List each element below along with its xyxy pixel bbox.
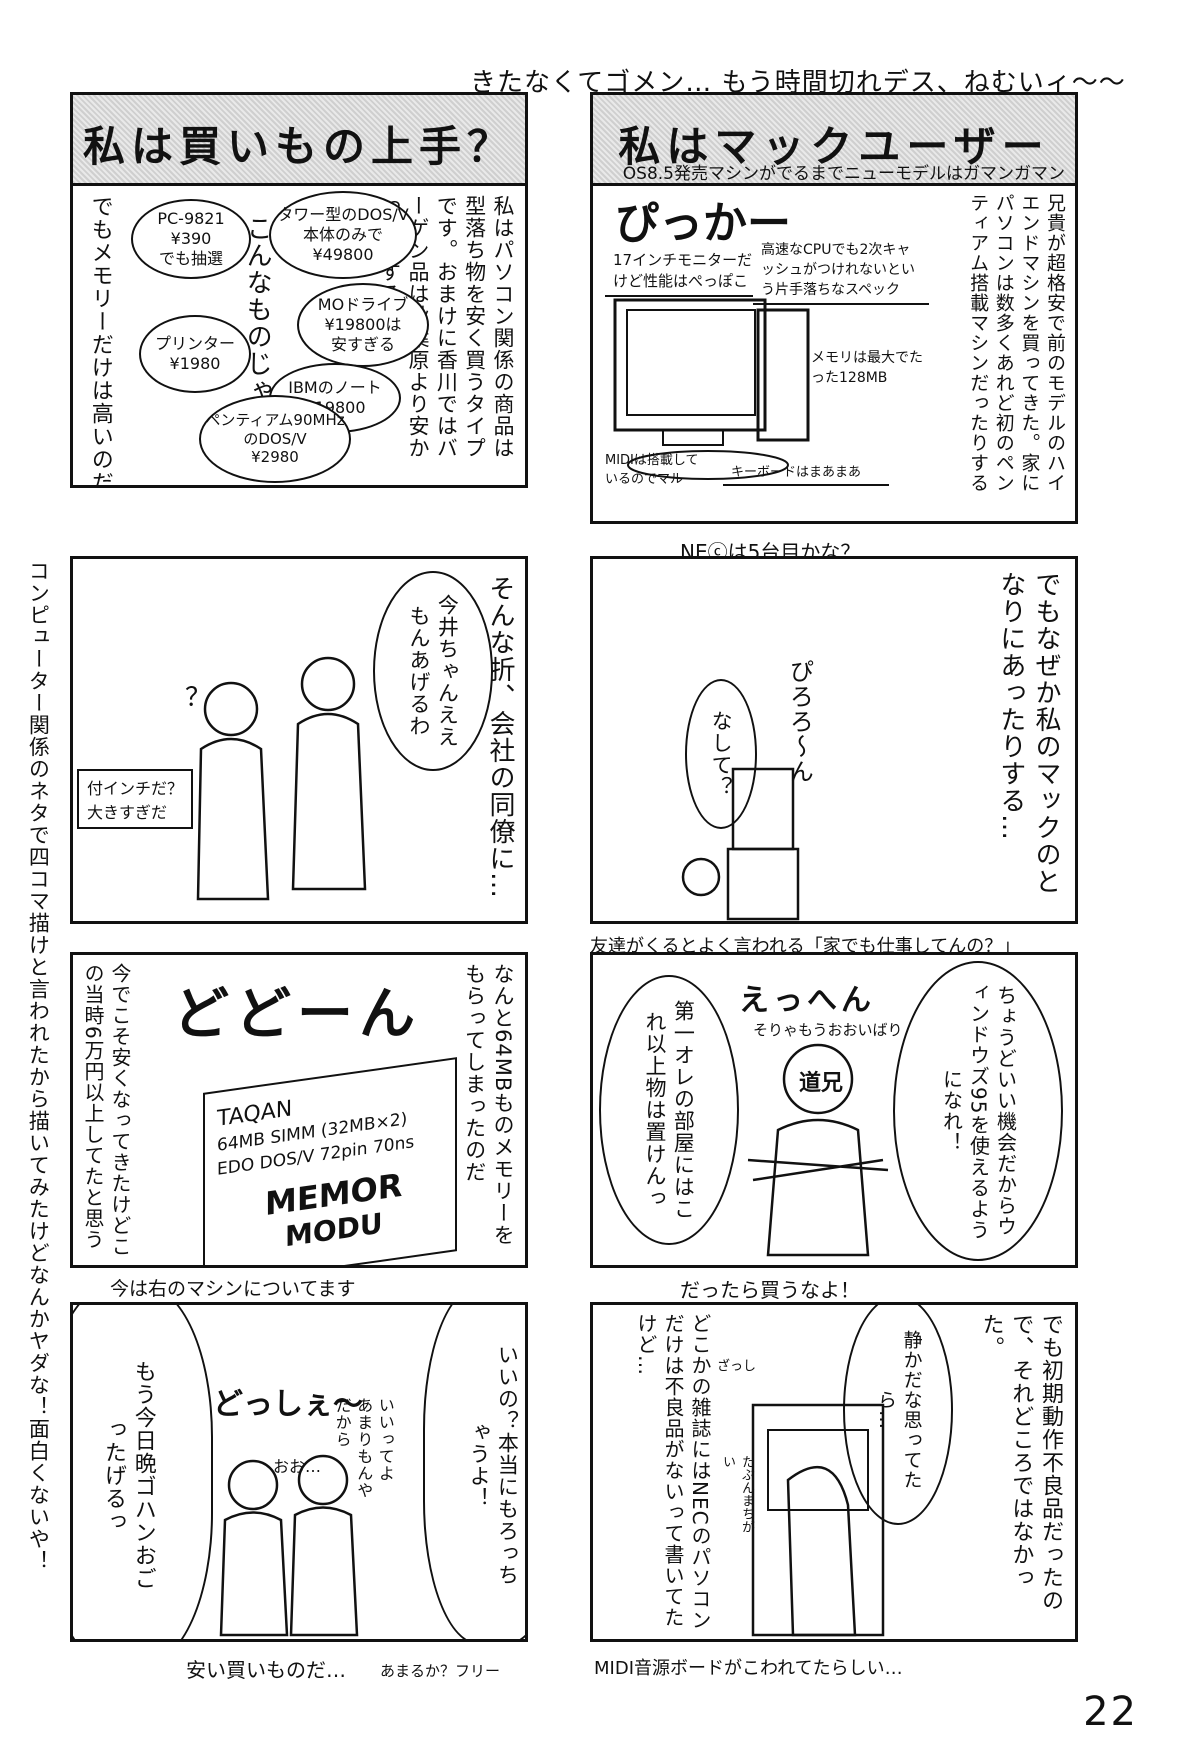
panel-dinner: もう今日晩ゴハンおごったげるっ いいの？本当にもろっちゃうよ！ どっしぇ〜 いい… [70, 1302, 528, 1642]
narration: 私はパソコン関係の商品は型落ち物を安く買うタイプです。おまけに香川ではバーゲン品… [377, 195, 515, 459]
figures-sketch [219, 1454, 359, 1637]
panel-subtitle: OS8.5発売マシンがでるまでニューモデルはガマンガマン [622, 164, 1065, 184]
small-text: ざっし [717, 1359, 757, 1374]
brother-sketch [747, 1043, 889, 1257]
panel-shopping: 私は買いもの上手？ 私はパソコン関係の商品は型落ち物を安く買うタイプです。おまけ… [70, 92, 528, 488]
caption-midi: MIDI音源ボードがこわれてたらしい… [594, 1658, 903, 1679]
memory-box: TAQAN 64MB SIMM (32MB×2) EDO DOS/V 72pin… [203, 1057, 457, 1265]
label-midi: MIDIは搭載しているのでマル [597, 445, 711, 491]
memory-note: でもメモリーだけは高いのだ。 [87, 195, 113, 488]
page-number: 22 [1083, 1689, 1138, 1735]
bubble-pentium-dosv: ペンティアム90MHz のDOS/V ¥2980 [199, 395, 351, 483]
narration: でも初期動作不良品だったので、それどころではなかった。 [978, 1313, 1063, 1612]
bubble-printer: プリンター ¥1980 [139, 315, 251, 393]
speech-bubble: 今井ちゃんええもんあげるわ [373, 571, 493, 771]
caption-cheap: 安い買いものだ… [186, 1658, 346, 1682]
panel-title-bar [593, 95, 1075, 186]
caption-friend: 友達がくるとよく言われる「家でも仕事してんの？」 [590, 936, 1021, 957]
sound-effect: えっへん [739, 983, 875, 1018]
bubble-mo-drive: MOドライブ ¥19800は 安すぎる [297, 283, 429, 367]
speech-text: どこかの雑誌にはNECのパソコンだけは不良品がないって書いてたけど… [634, 1313, 712, 1631]
bubble-tower: タワー型のDOS/V 本体のみで ¥49800 [269, 191, 417, 279]
sound-effect: どどーん [173, 982, 421, 1047]
panel-memory: どどーん なんと64MBものメモリーをもらってしまったのだ 今でこそ安くなってき… [70, 952, 528, 1268]
speech-text: 静かだな思ってたら… [875, 1330, 923, 1490]
name-tag: 道兄 [799, 1071, 844, 1096]
speech-bubble-left: もう今日晩ゴハンおごったげるっ [73, 1305, 213, 1639]
speech-text: 第一オレの部屋にはこれ以上物は置けんっ [643, 1000, 696, 1220]
narration: そんな折、会社の同僚に… [485, 575, 515, 899]
narration: なんと64MBものメモリーをもらってしまったのだ [462, 963, 515, 1247]
speech-text: もう今日晩ゴハンおごったげるっ [101, 1360, 156, 1590]
caption-current: 今は右のマシンについてます [110, 1278, 356, 1300]
bubble-pc9821: PC-9821 ¥390 でも抽選 [131, 199, 251, 279]
panel-defect: でも初期動作不良品だったので、それどころではなかった。 静かだな思ってたら… ど… [590, 1302, 1078, 1642]
label-memory: メモリは最大でたった128MB [803, 343, 937, 391]
computer-desk-sketch [751, 1403, 885, 1637]
box-label: 付インチだ？ 大きすぎだ [77, 769, 194, 829]
figures-sketch [196, 656, 367, 901]
narration-2: 今でこそ安くなってきたけどこの当時6万円以上してたと思う [81, 963, 132, 1257]
label-keyboard: キーボードはまあまあ [723, 457, 889, 486]
desk-sketch [681, 767, 800, 921]
speech-text: いいの？本当にもろっちゃうよ！ [467, 1344, 520, 1586]
speech-bubble-left: 第一オレの部屋にはこれ以上物は置けんっ [599, 975, 739, 1245]
sound-effect: ぴろろ〜ん [785, 659, 814, 784]
caption-free: あまるか？フリー [380, 1662, 501, 1680]
label-monitor: 17インチモニターだけど性能はぺっぽこ [605, 245, 761, 297]
narration: 兄貴が超格安で前のモデルのハイエンドマシンを買ってきた。家にパソコンは数多くあれ… [967, 193, 1066, 493]
narration: でもなぜか私のマックのとなりにあったりする… [995, 571, 1061, 895]
sound-effect: どっしぇ〜 [213, 1387, 363, 1422]
panel-title: 私は買いもの上手？ [82, 122, 515, 171]
speech-text: 今井ちゃんええもんあげるわ [407, 594, 460, 748]
left-margin-note: コンピューター関係のネタで四コマ描けと言われたから描いてみたけどなんかヤダな！面… [26, 560, 51, 1572]
speech-bubble-right: いいの？本当にもろっちゃうよ！ [423, 1305, 525, 1639]
aside: そりゃもうおおいばり [753, 1021, 903, 1039]
panel-mac-user: 私はマックユーザー OS8.5発売マシンがでるまでニューモデルはガマンガマン ぴ… [590, 92, 1078, 524]
panel-title-bar [73, 95, 525, 186]
speech-bubble-right: ちょうどいい機会だからウィンドウズ95を使えるようになれ！ [893, 961, 1063, 1261]
label-cpu: 高速なCPUでも2次キャッシュがつけれないという片手落ちなスペック [753, 235, 929, 305]
panel-mac-neighbor: でもなぜか私のマックのとなりにあったりする… なして？ ぴろろ〜ん [590, 556, 1078, 924]
speech-bubble: なして？ [685, 679, 757, 829]
panel-coworker: そんな折、会社の同僚に… 今井ちゃんええもんあげるわ ？ 付インチだ？ 大きすぎ… [70, 556, 528, 924]
speech-text: なして？ [709, 710, 734, 798]
speech-bubble-quiet: 静かだな思ってたら… [843, 1305, 953, 1525]
panel-title: 私はマックユーザー [618, 122, 1050, 171]
speech-text: ちょうどいい機会だからウィンドウズ95を使えるようになれ！ [939, 981, 1018, 1241]
small-text-2: たぶんまちがい [720, 1455, 754, 1533]
caption-buy: だったら買うなよ！ [680, 1278, 860, 1302]
aside: いいってよ あまりもんや だから [332, 1397, 395, 1499]
panel-brother: えっへん そりゃもうおおいばり ちょうどいい機会だからウィンドウズ95を使えるよ… [590, 952, 1078, 1268]
computer-sketch [613, 298, 810, 480]
